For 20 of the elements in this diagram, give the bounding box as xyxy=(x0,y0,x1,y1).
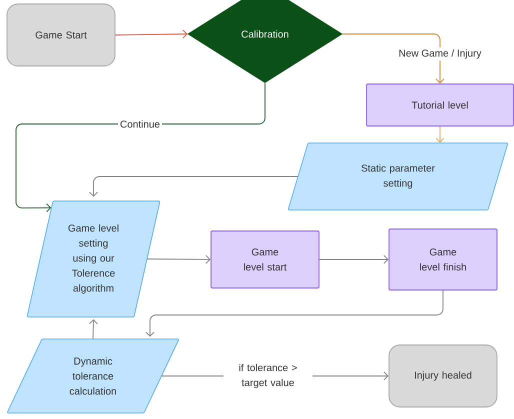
arrow xyxy=(146,255,211,264)
arrow xyxy=(89,176,298,197)
arrow xyxy=(115,30,188,39)
arrow xyxy=(88,319,98,340)
process-box: Tutorial level xyxy=(366,84,514,126)
terminal-box: Game Start xyxy=(6,4,116,66)
arrow xyxy=(146,290,444,337)
data-parallelogram: Game level setting using our Tolerence algorithm xyxy=(26,200,160,318)
arrow xyxy=(16,82,266,212)
data-parallelogram: Dynamic tolerance calculation xyxy=(7,338,179,414)
data-parallelogram: Static parameter setting xyxy=(288,142,508,210)
arrow xyxy=(436,126,444,143)
edge-label: New Game / Injury xyxy=(396,47,484,61)
arrow xyxy=(319,255,389,264)
process-box: Game level finish xyxy=(388,228,498,290)
edge-label: Continue xyxy=(118,118,162,130)
edge-label: if tolerance > target value xyxy=(224,362,312,390)
terminal-box: Injury healed xyxy=(388,344,498,408)
arrow xyxy=(342,34,444,84)
process-box: Game level start xyxy=(210,230,320,288)
